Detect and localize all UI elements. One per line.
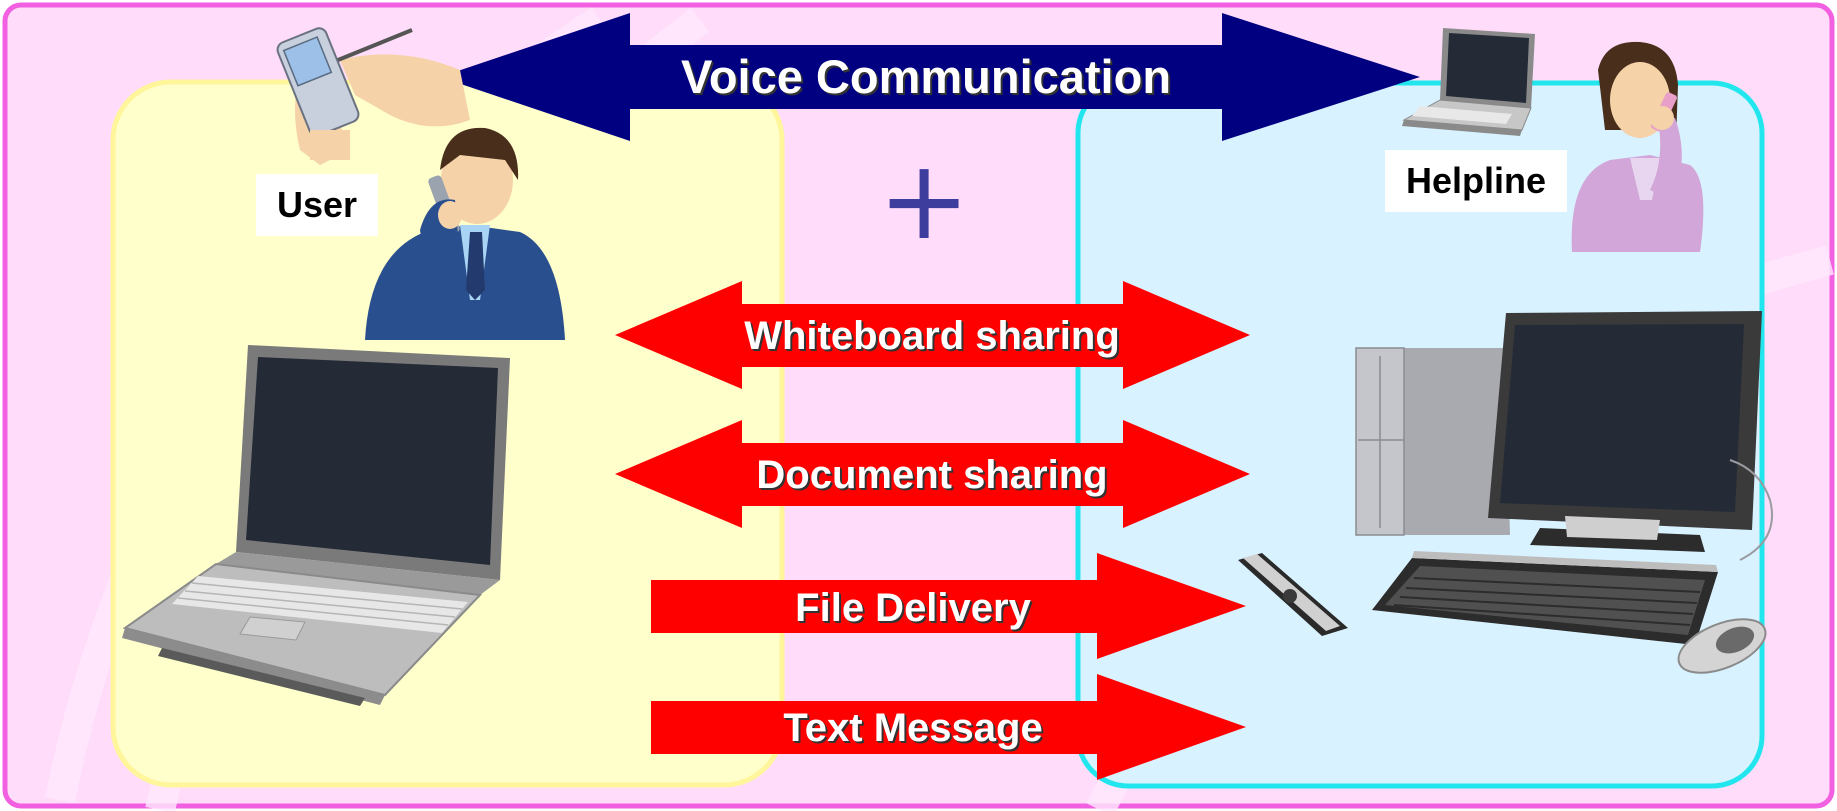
- file-delivery-arrow: [651, 553, 1246, 659]
- user-label: User: [256, 174, 378, 236]
- whiteboard-sharing-arrow: [615, 281, 1250, 389]
- text-message-arrow: [651, 674, 1246, 780]
- file-delivery-label: File Delivery: [795, 586, 1031, 630]
- mouse-icon: [1677, 459, 1773, 674]
- voice-communication-arrow: [440, 13, 1420, 141]
- document-sharing-arrow: [615, 420, 1250, 528]
- helpline-label: Helpline: [1385, 150, 1567, 212]
- pda-icon: [276, 27, 470, 165]
- small-laptop-icon: [1402, 28, 1535, 136]
- plus-symbol: +: [878, 136, 971, 264]
- text-message-label: Text Message: [783, 706, 1043, 750]
- voice-communication-label: Voice Communication: [680, 50, 1172, 103]
- businessman-on-phone-icon: [365, 127, 565, 340]
- document-sharing-label: Document sharing: [756, 453, 1108, 497]
- keyboard-icon: [1372, 551, 1718, 645]
- operator-woman-on-phone-icon: [1571, 41, 1704, 252]
- desktop-computer-icon: [1355, 311, 1762, 552]
- laptop-icon: [122, 345, 510, 706]
- whiteboard-sharing-label: Whiteboard sharing: [744, 314, 1120, 358]
- remote-control-icon: [1238, 553, 1348, 636]
